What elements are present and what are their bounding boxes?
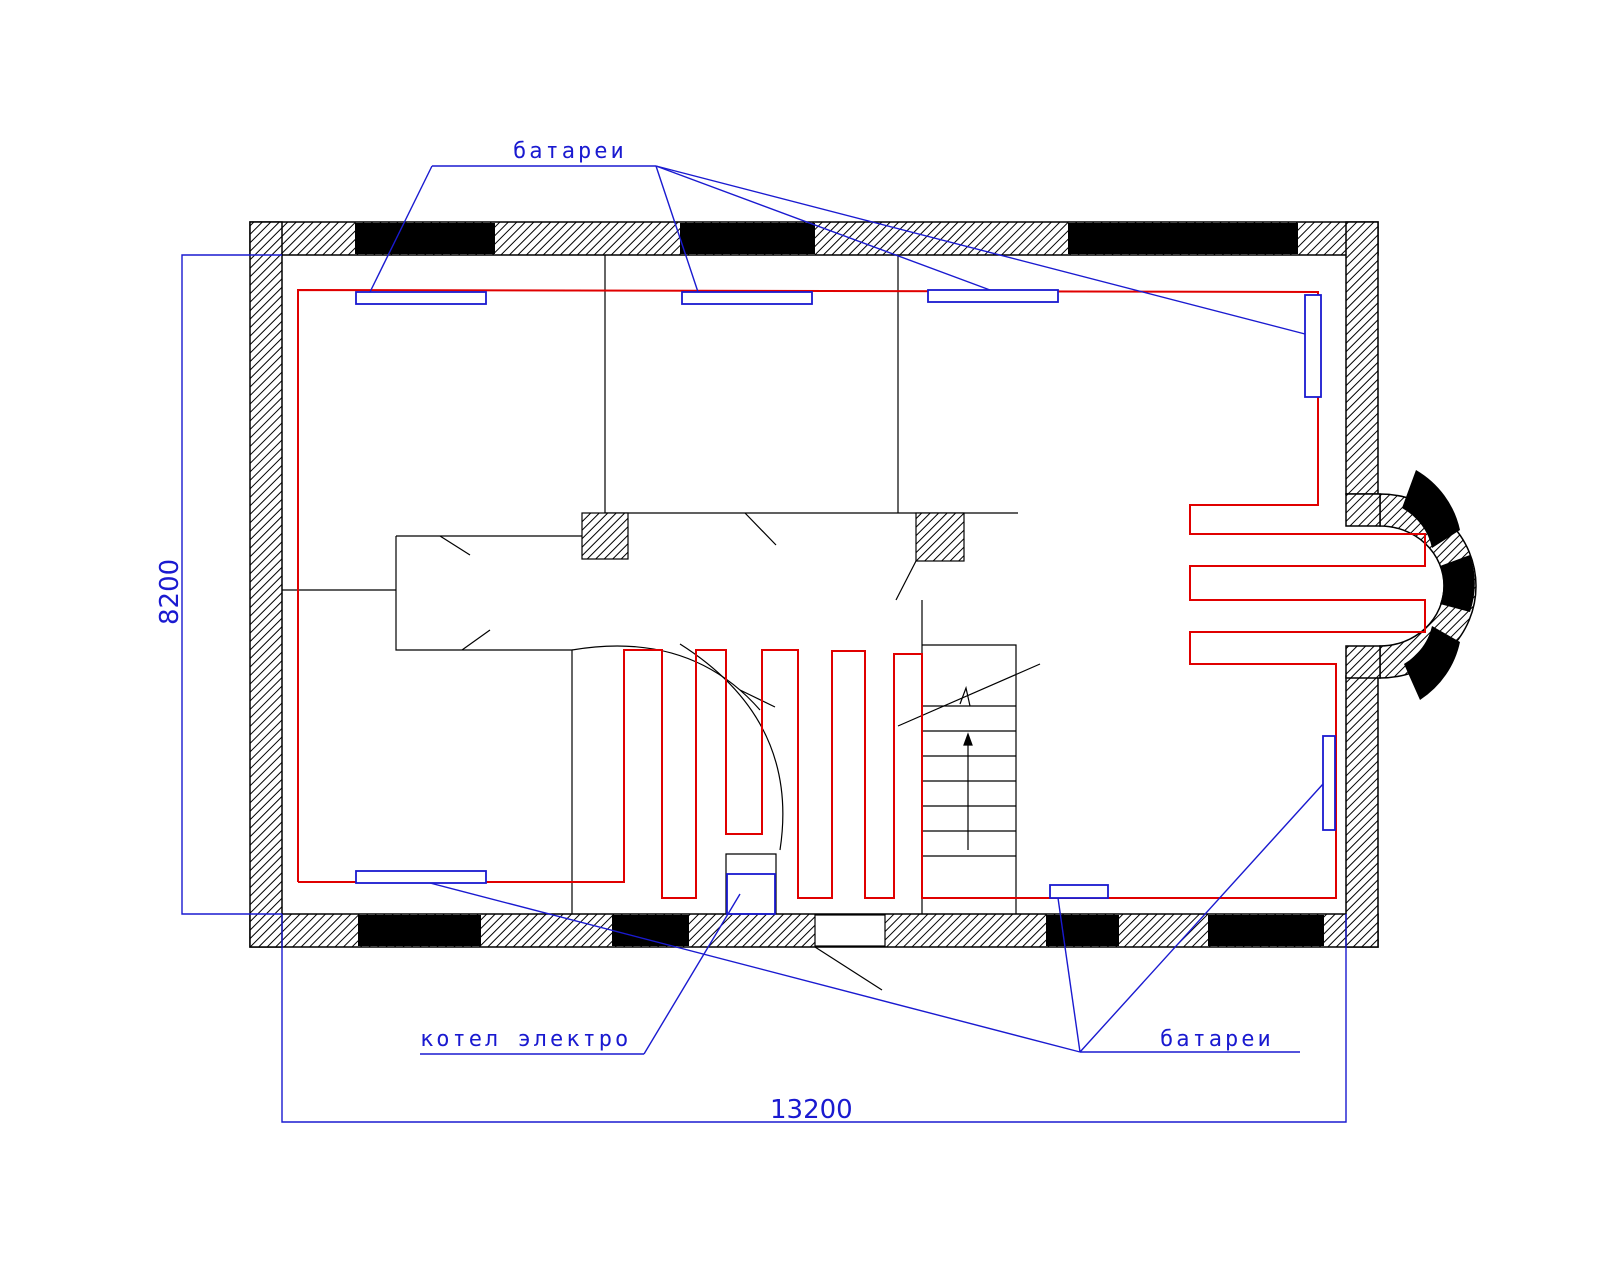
window-bay-1 xyxy=(1402,470,1460,548)
window-bay-3 xyxy=(1404,626,1460,700)
window-bottom-3 xyxy=(1046,915,1119,946)
label-boiler: котел электро xyxy=(420,1027,631,1052)
radiator-top-1 xyxy=(355,291,487,305)
dimension-height: 8200 xyxy=(155,559,185,625)
radiator-top-3 xyxy=(927,289,1059,303)
entrance-door-opening xyxy=(814,914,886,947)
window-bottom-4 xyxy=(1208,915,1324,946)
radiator-top-2 xyxy=(681,291,813,305)
entrance-door-swing xyxy=(814,946,883,991)
radiator-right-2 xyxy=(1322,735,1336,831)
label-batteries-top: батареи xyxy=(513,139,627,164)
radiator-bottom-2 xyxy=(1049,884,1109,899)
label-batteries-bottom: батареи xyxy=(1160,1027,1274,1052)
radiator-bottom-1 xyxy=(355,870,487,884)
window-top-3 xyxy=(1068,223,1298,254)
window-bottom-2 xyxy=(612,915,689,946)
dimension-width: 13200 xyxy=(770,1095,853,1125)
window-top-2 xyxy=(680,223,815,254)
windows xyxy=(355,223,1475,946)
leader-lines xyxy=(369,165,1324,1055)
window-top-1 xyxy=(355,223,495,254)
radiators xyxy=(355,289,1336,899)
radiator-right-1 xyxy=(1304,294,1322,398)
window-bottom-1 xyxy=(358,915,481,946)
dimension-lines xyxy=(181,254,1347,1123)
heating-pipe xyxy=(297,288,1426,899)
electric-boiler xyxy=(726,873,776,915)
interior-partitions xyxy=(282,255,1041,914)
window-bay-2 xyxy=(1440,555,1475,612)
